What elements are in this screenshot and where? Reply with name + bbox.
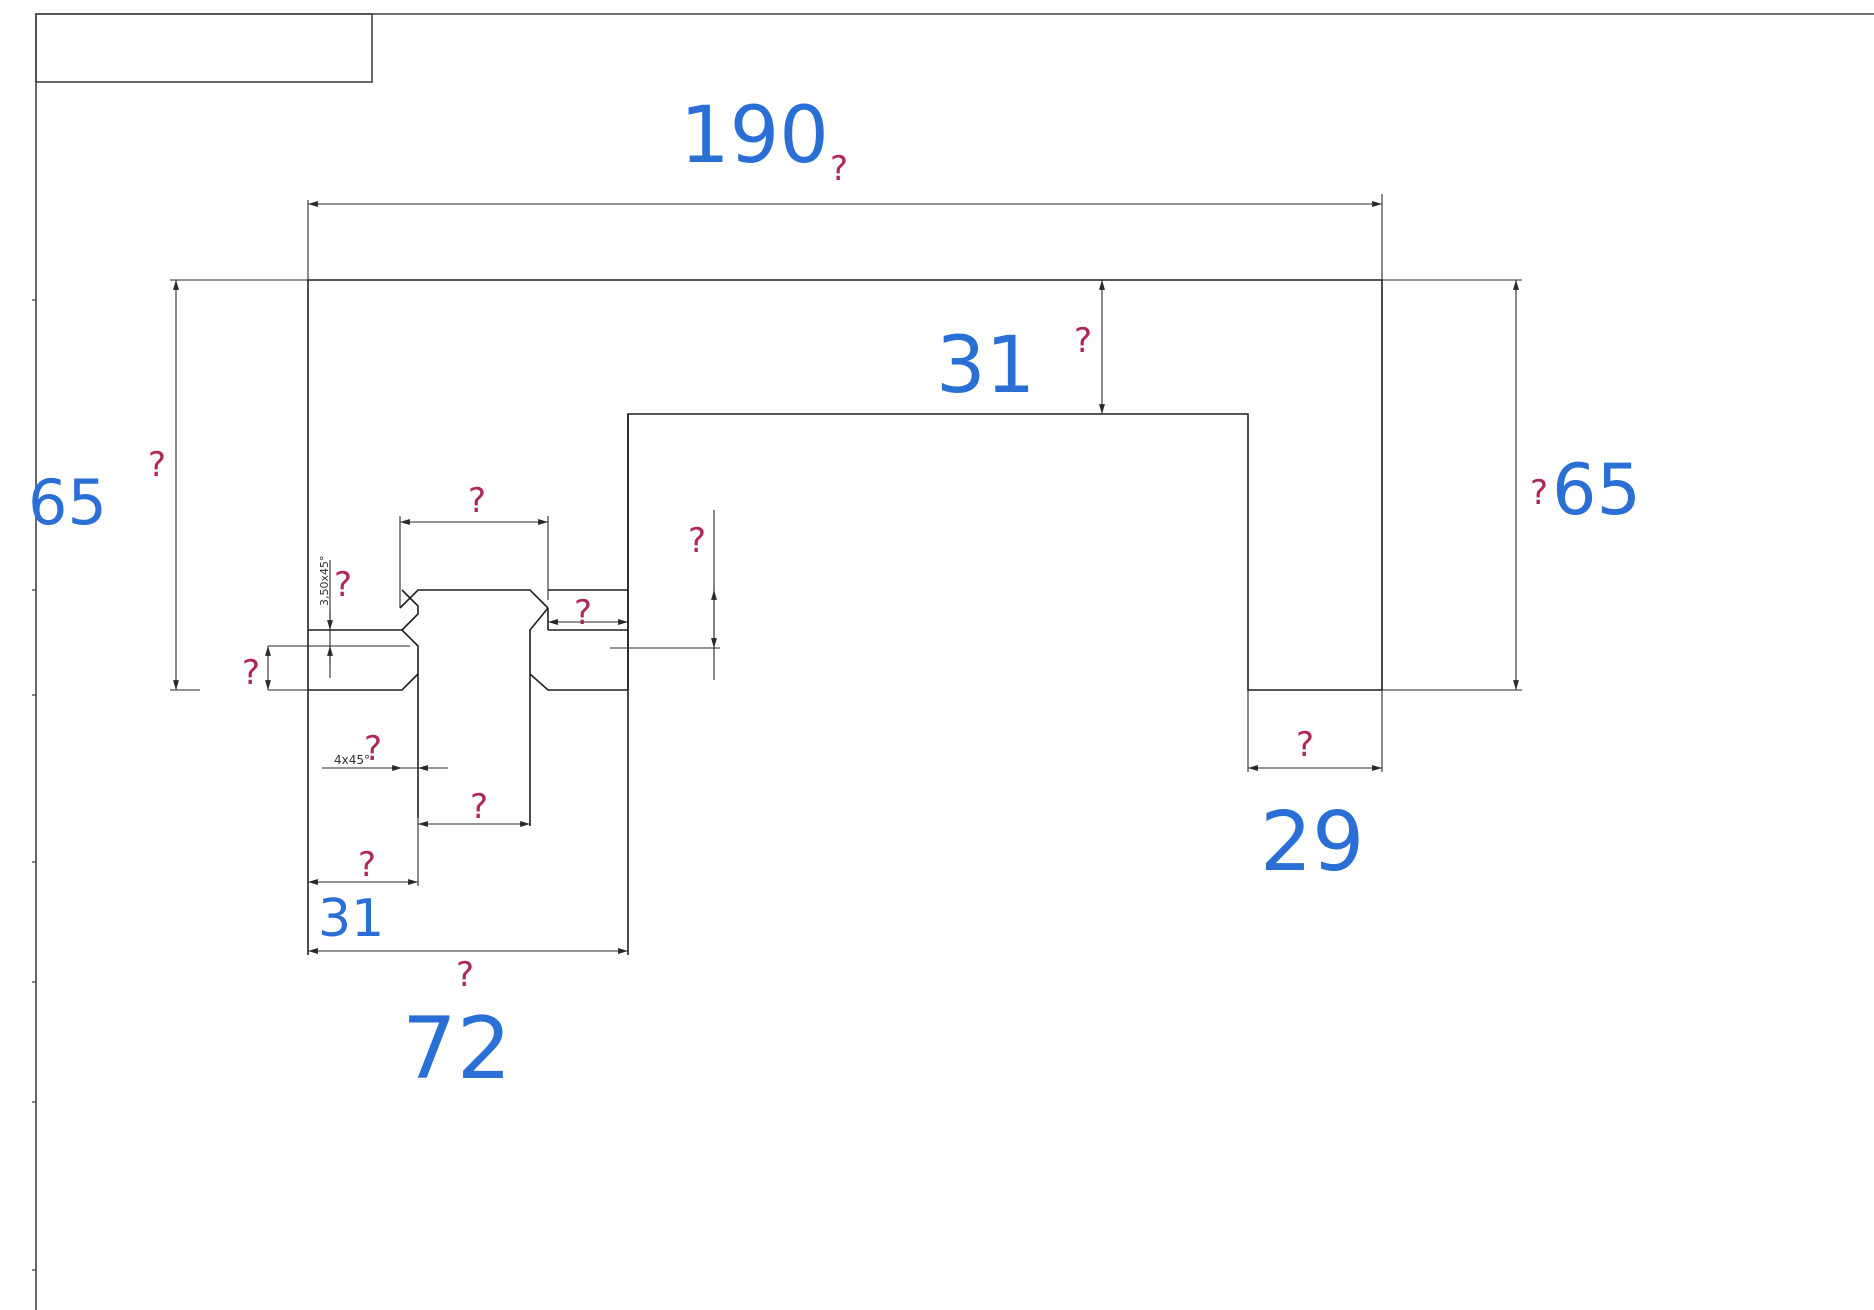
question-mark: ? xyxy=(364,729,382,769)
question-mark: ? xyxy=(1296,725,1314,765)
left-leg-width-label: 72 xyxy=(402,999,511,1099)
overall-width-label: 190 xyxy=(680,91,829,181)
chamfer-note-lower: 4x45° xyxy=(334,753,370,767)
right-leg-width-label: 29 xyxy=(1260,795,1364,890)
question-mark: ? xyxy=(470,787,488,827)
left-leg-offset-label: 31 xyxy=(318,889,384,949)
drawing-frame xyxy=(32,13,1874,1310)
question-mark: ? xyxy=(1530,473,1548,513)
question-mark: ? xyxy=(688,521,706,561)
right-height-label: 65 xyxy=(1552,449,1641,531)
profile-outline xyxy=(307,279,1383,955)
question-mark: ? xyxy=(574,593,592,633)
question-mark: ? xyxy=(468,481,486,521)
question-mark: ? xyxy=(148,445,166,485)
question-mark: ? xyxy=(358,845,376,885)
question-mark: ? xyxy=(456,955,474,995)
question-mark: ? xyxy=(242,653,260,693)
question-mark: ? xyxy=(334,565,352,605)
chamfer-note-upper: 3,50x45° xyxy=(318,556,331,607)
question-mark: ? xyxy=(1074,321,1092,361)
title-block xyxy=(35,13,373,83)
dimension-lines xyxy=(170,194,1522,954)
top-thickness-label: 31 xyxy=(936,321,1035,411)
question-mark: ? xyxy=(830,149,848,189)
left-height-label: 65 xyxy=(28,466,107,539)
